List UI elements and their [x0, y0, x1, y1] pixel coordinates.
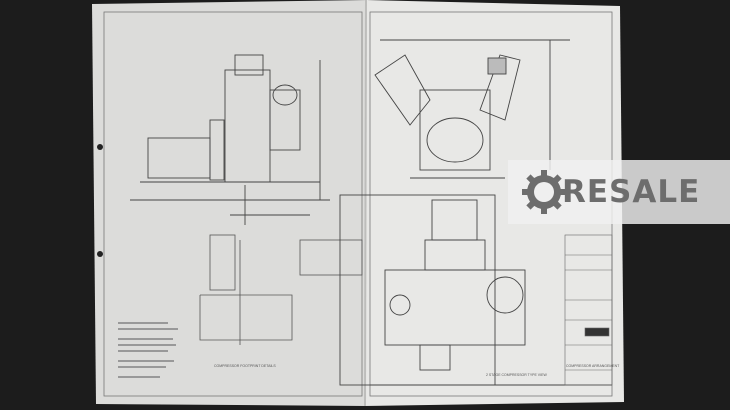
- watermark-text: RESALE: [562, 174, 701, 210]
- punch-hole: [97, 251, 103, 257]
- footprint-detail: [199, 234, 363, 345]
- footprint-label: COMPRESSOR FOOTPRINT DETAILS: [214, 364, 276, 368]
- title-block: [564, 234, 613, 386]
- notes-text: [118, 322, 178, 378]
- punch-hole: [97, 144, 103, 150]
- fold-line: [364, 0, 367, 407]
- compressor-front-view: [374, 39, 570, 179]
- resale-watermark: RESALE: [508, 160, 730, 224]
- bottom-view-label: 2 STAGE COMPRESSOR TYPE VIEW: [486, 373, 547, 377]
- compressor-side-view: [130, 54, 330, 225]
- left-sheet: [92, 0, 368, 406]
- gear-icon: [522, 170, 566, 214]
- left-border: [103, 11, 363, 397]
- title-block-title: COMPRESSOR ARRANGEMENT: [566, 364, 620, 368]
